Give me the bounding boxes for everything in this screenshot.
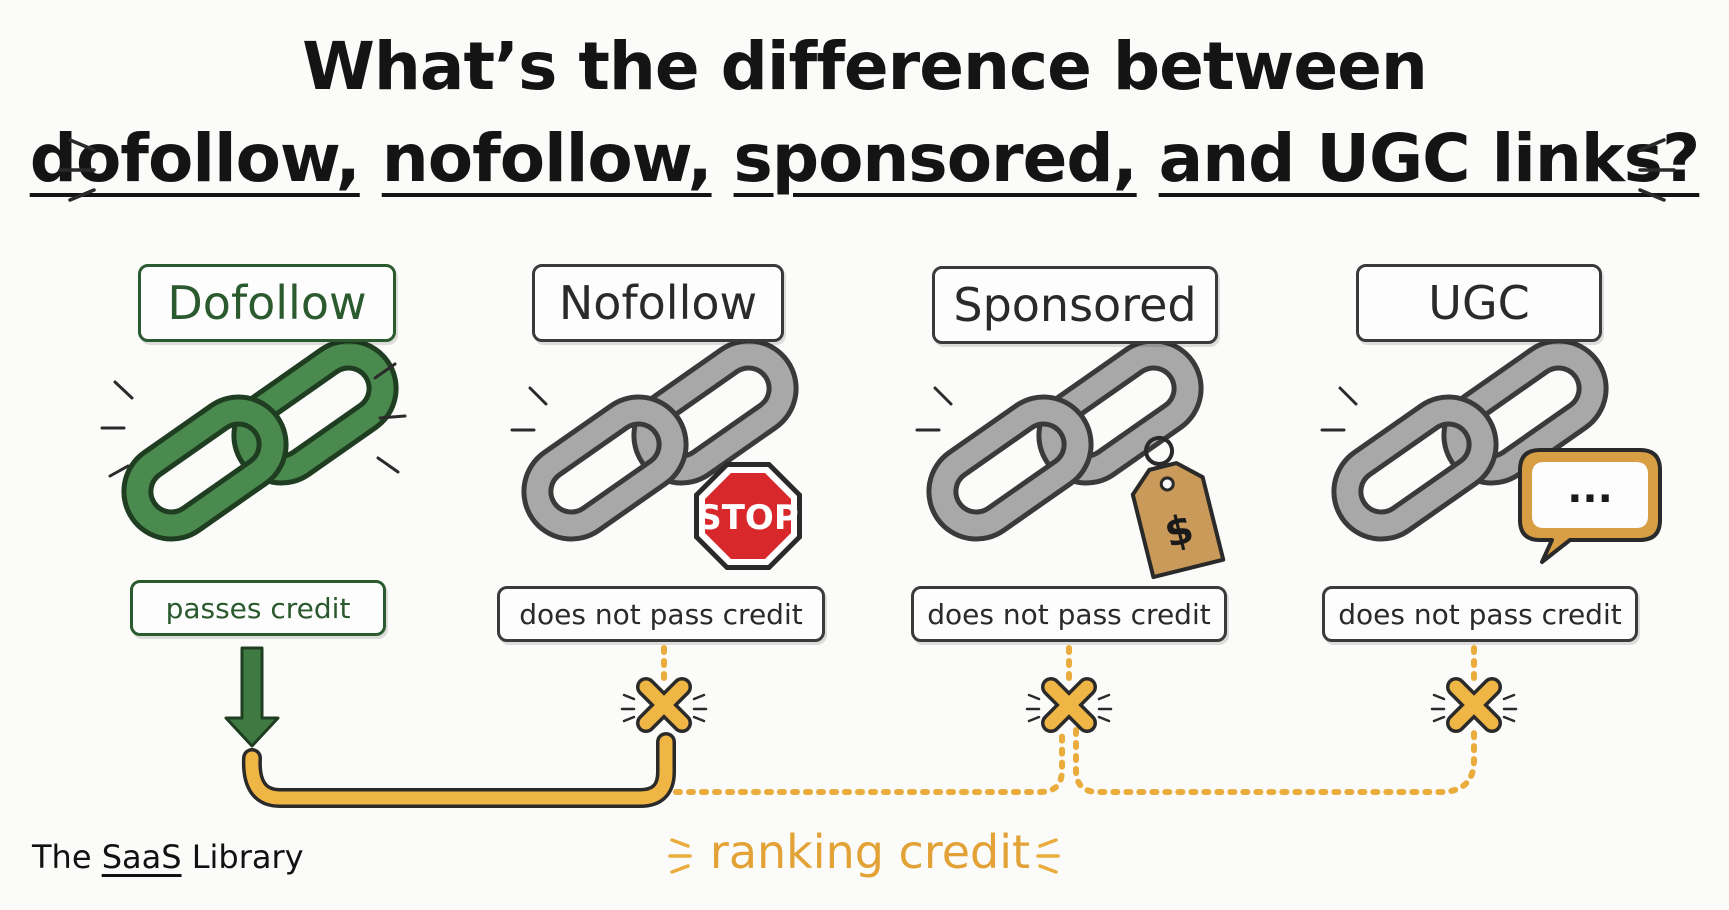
brand-middle: SaaS: [101, 838, 182, 876]
comment-bubble-icon: ...: [1518, 448, 1662, 564]
chain-icon-dofollow: [100, 338, 407, 542]
title-line-2: dofollow, nofollow, sponsored, and UGC l…: [0, 120, 1729, 197]
label-ugc: UGC: [1356, 264, 1602, 342]
sparkle-icon: [1320, 386, 1358, 432]
title-dofollow: dofollow,: [29, 120, 361, 197]
x-mark-icon: [1430, 677, 1518, 733]
brand-logo: The SaaS Library: [32, 838, 304, 876]
stop-sign-text: STOP: [697, 498, 799, 538]
title-and-ugc: and UGC links?: [1158, 120, 1701, 197]
x-mark-icon: [1025, 677, 1113, 733]
sparkle-icon: [100, 362, 407, 478]
chain-icon-nofollow: [510, 338, 799, 542]
credit-path-dotted: [661, 645, 1477, 795]
ranking-emphasis-marks: [668, 838, 1060, 874]
brand-prefix: The: [32, 838, 92, 876]
ranking-credit-label: ranking credit: [709, 825, 1031, 879]
credit-path-dofollow: [241, 732, 676, 808]
chain-icon-sponsored: [915, 338, 1204, 542]
brand-suffix: Library: [191, 838, 304, 876]
title-line-1: What’s the difference between: [0, 28, 1729, 105]
label-nofollow: Nofollow: [532, 264, 784, 342]
arrow-down-icon: [224, 646, 280, 748]
price-tag-icon: $: [1130, 435, 1226, 580]
chain-icon-ugc: [1320, 338, 1609, 542]
sparkle-icon: [510, 386, 548, 432]
label-sponsored: Sponsored: [932, 266, 1218, 344]
label-dofollow: Dofollow: [138, 264, 396, 342]
sparkle-icon: [915, 386, 953, 432]
title-nofollow: nofollow,: [381, 120, 713, 197]
credit-status-ugc: does not pass credit: [1322, 586, 1638, 642]
x-mark-icon: [620, 677, 708, 733]
comment-bubble-text: ...: [1567, 466, 1613, 512]
title-text: What’s the difference between: [302, 28, 1428, 105]
title-sponsored: sponsored,: [733, 120, 1138, 197]
stop-sign-icon: STOP: [694, 462, 802, 570]
title-emphasis-marks: [58, 138, 1676, 202]
credit-status-dofollow: passes credit: [130, 580, 386, 636]
credit-status-sponsored: does not pass credit: [911, 586, 1227, 642]
credit-status-nofollow: does not pass credit: [497, 586, 825, 642]
